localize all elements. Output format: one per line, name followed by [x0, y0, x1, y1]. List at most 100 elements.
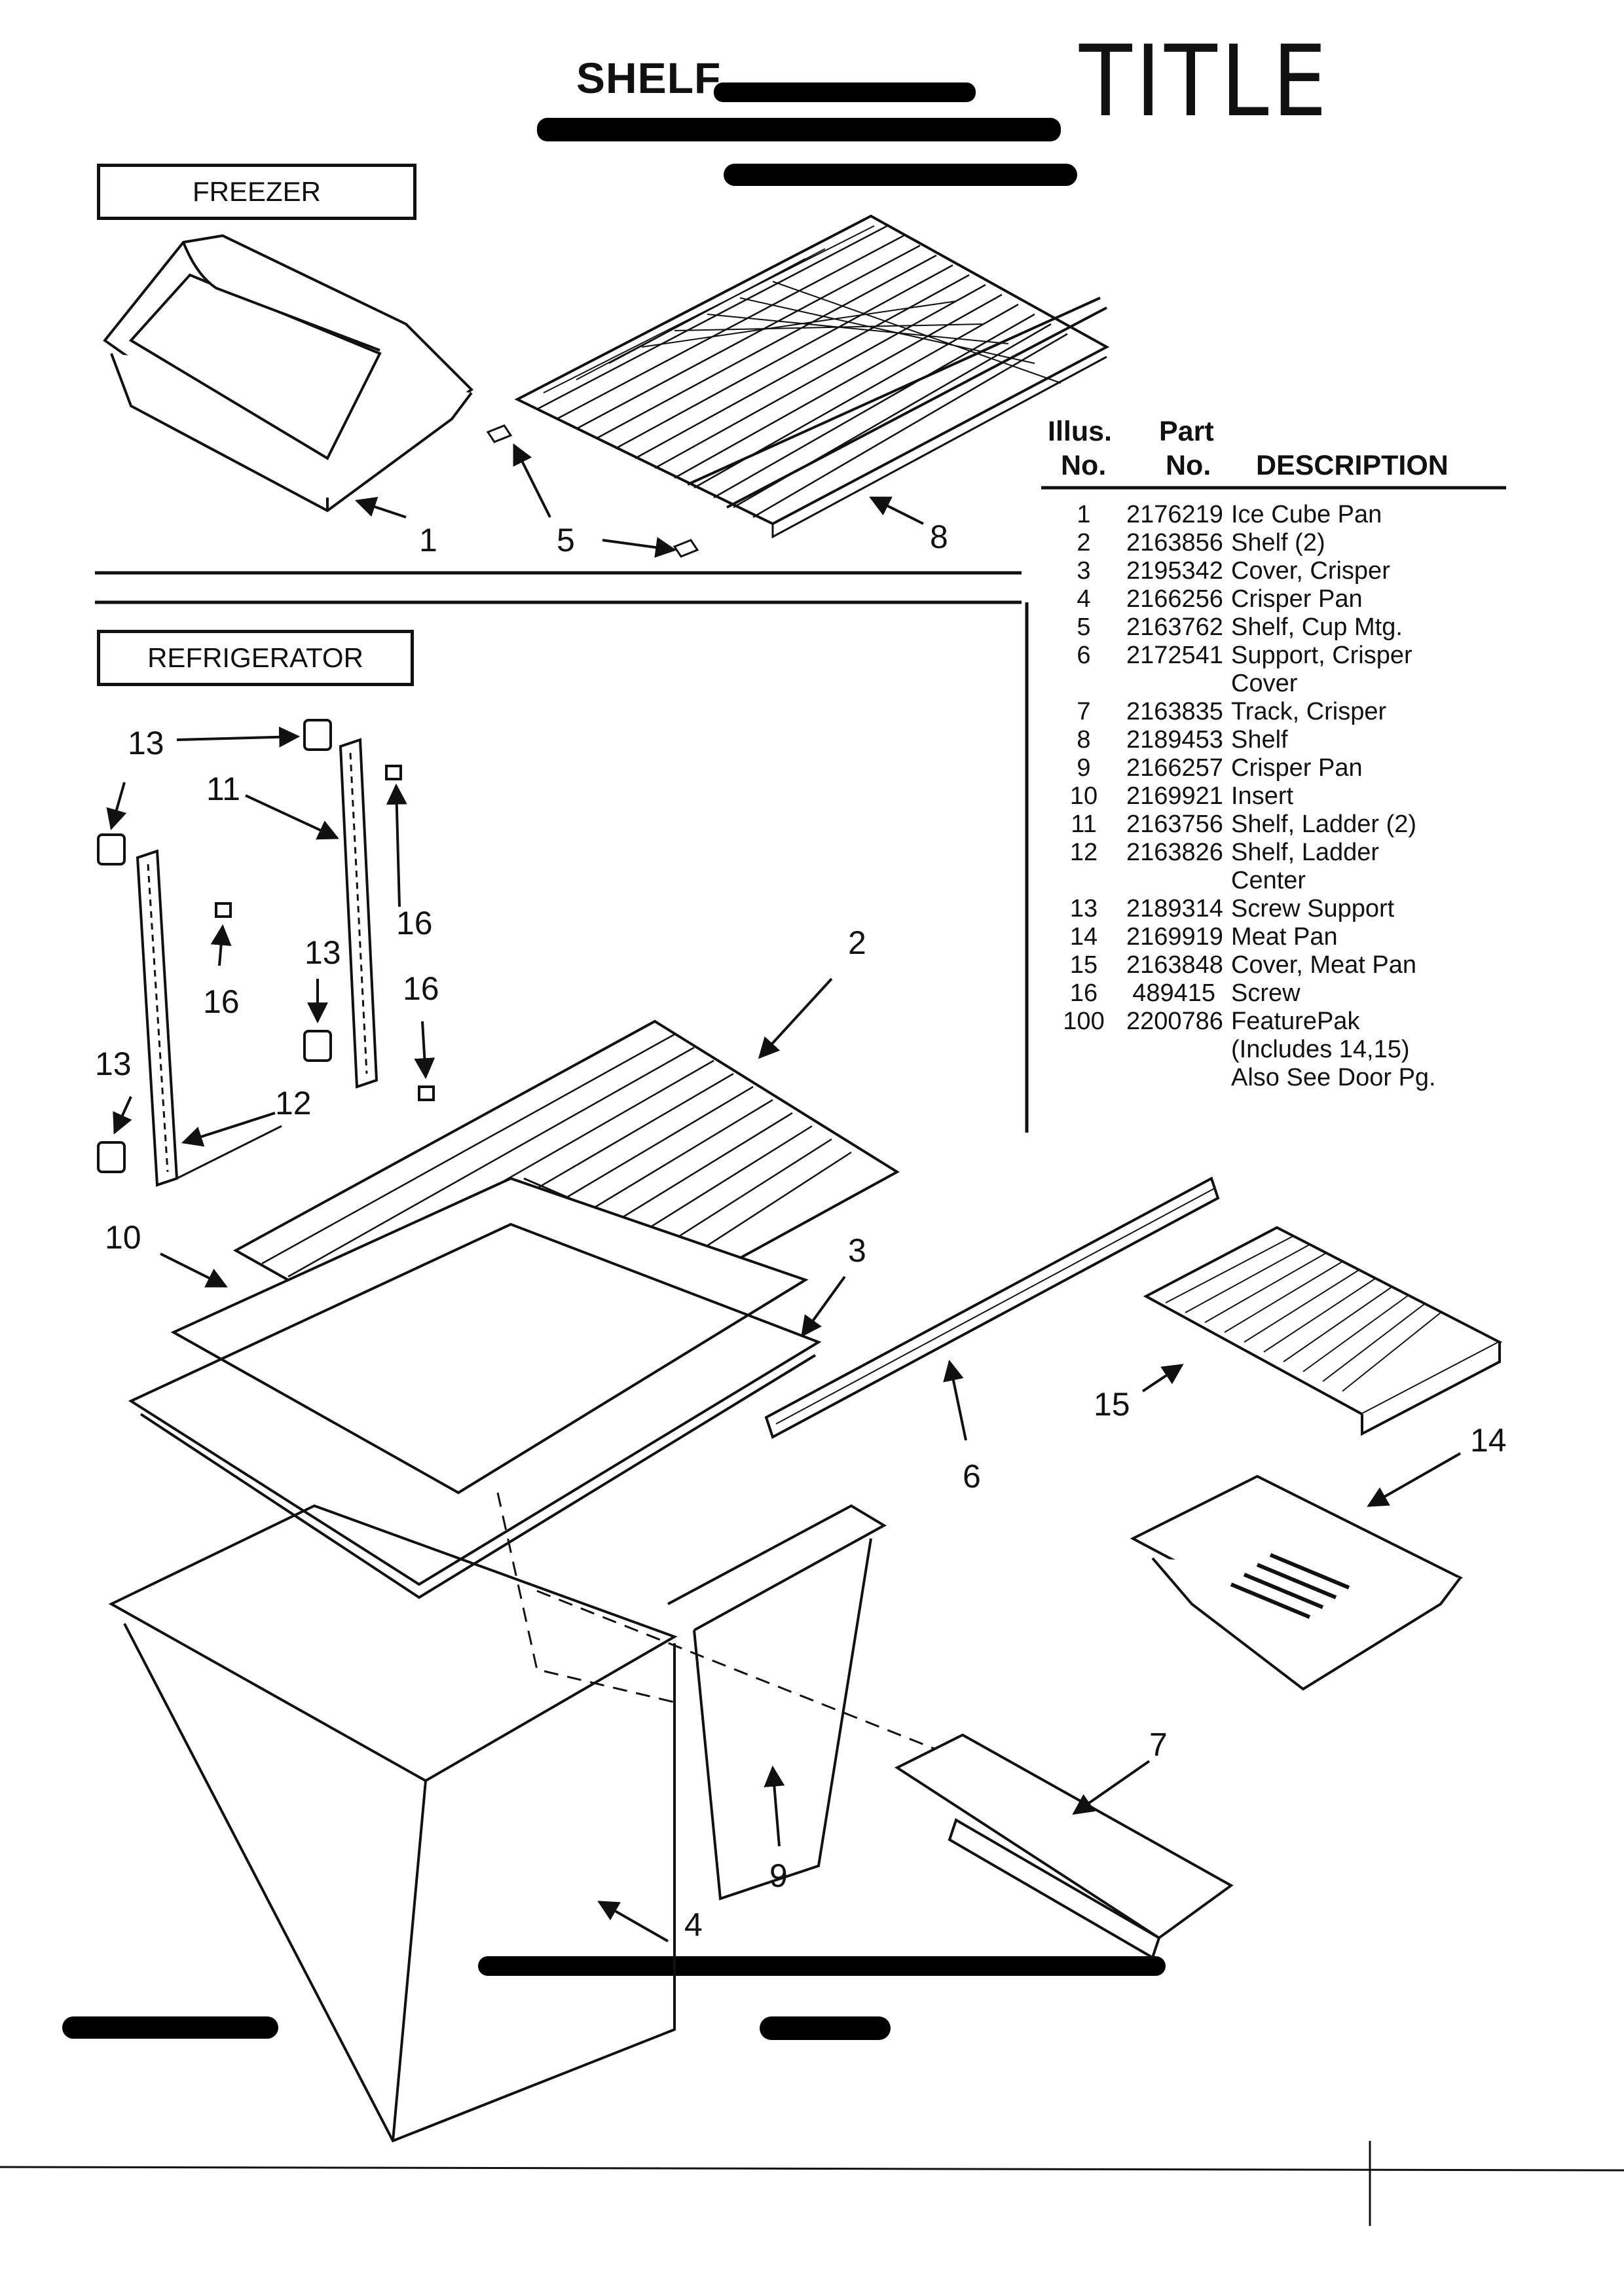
part-number: 2200786 [1126, 1008, 1223, 1035]
col-part-header-1: Part [1159, 416, 1214, 447]
part-number: 2163762 [1126, 613, 1223, 641]
callout-14: 14 [1470, 1422, 1507, 1459]
ice-cube-pan-drawing [103, 234, 474, 513]
part-description: Cover, Crisper [1231, 557, 1390, 585]
col-desc-header: DESCRIPTION [1256, 450, 1449, 481]
freezer-section-label: FREEZER [97, 164, 416, 220]
callout-10: 10 [105, 1219, 141, 1256]
illus-number: 4 [1077, 585, 1091, 613]
illus-number: 7 [1077, 698, 1091, 725]
part-description: Ice Cube Pan [1231, 501, 1382, 528]
parts-table-body: 1 2176219 Ice Cube Pan 2 2163856 Shelf (2) 3 21… [1041, 501, 1539, 1092]
col-illus-header-1: Illus. [1048, 416, 1112, 447]
crisper-pans-drawing [108, 1492, 983, 2143]
callout-4: 4 [684, 1906, 703, 1943]
part-description: Insert [1231, 782, 1294, 810]
part-description: Crisper Pan [1231, 754, 1363, 782]
page-rules [0, 486, 1624, 2226]
part-number: 2172541 [1126, 642, 1223, 669]
part-description: Shelf [1231, 726, 1288, 754]
part-number: 489415 [1132, 979, 1215, 1007]
table-row: 15 2163848 Cover, Meat Pan [1041, 951, 1539, 979]
part-number: 2189314 [1126, 895, 1223, 922]
part-description: Cover, Meat Pan [1231, 951, 1417, 979]
illus-number: 9 [1077, 754, 1091, 782]
illus-number: 12 [1069, 839, 1098, 866]
illus-number: 5 [1077, 613, 1091, 641]
part-description: Shelf (2) [1231, 529, 1325, 556]
part-description: Screw [1231, 979, 1301, 1007]
table-row: 13 2189314 Screw Support [1041, 895, 1539, 923]
illus-number: 11 [1071, 811, 1097, 838]
part-description: Shelf, Cup Mtg. [1231, 613, 1403, 641]
illus-number: 100 [1063, 1008, 1105, 1035]
part-description: Shelf, Ladder Center [1231, 839, 1380, 894]
part-description: Track, Crisper [1231, 698, 1387, 725]
illus-number: 3 [1077, 557, 1091, 585]
crisper-support-drawing [764, 1176, 1220, 1439]
callout-2: 2 [848, 924, 866, 961]
part-number: 2195342 [1126, 557, 1223, 585]
part-description: Screw Support [1231, 895, 1395, 922]
illus-number: 8 [1077, 726, 1091, 754]
part-number: 2163756 [1126, 811, 1223, 838]
part-number: 2189453 [1126, 726, 1223, 754]
table-row: 3 2195342 Cover, Crisper [1041, 557, 1539, 585]
part-number: 2163826 [1126, 839, 1223, 866]
part-number: 2169919 [1126, 923, 1223, 951]
illus-number: 2 [1077, 529, 1091, 556]
freezer-shelf-drawing [486, 214, 1110, 558]
part-description: FeaturePak (Includes 14,15) Also See Doo… [1231, 1008, 1436, 1091]
part-number: 2176219 [1126, 501, 1223, 528]
part-description: Crisper Pan [1231, 585, 1363, 613]
callout-12: 12 [275, 1085, 312, 1121]
callout-13-mid: 13 [304, 934, 341, 971]
table-row: 2 2163856 Shelf (2) [1041, 529, 1539, 557]
callout-13-top: 13 [128, 725, 164, 761]
part-description: Support, Crisper Cover [1231, 642, 1412, 697]
meat-pan-drawing [1130, 1474, 1464, 1691]
callout-15: 15 [1094, 1386, 1130, 1423]
table-row: 11 2163756 Shelf, Ladder (2) [1041, 811, 1539, 839]
callout-16-left: 16 [203, 983, 240, 1020]
illus-number: 10 [1069, 782, 1098, 810]
crisper-track-drawing [894, 1733, 1234, 1959]
illus-number: 6 [1077, 642, 1091, 669]
table-row: 12 2163826 Shelf, Ladder Center [1041, 839, 1539, 895]
table-row: 9 2166257 Crisper Pan [1041, 754, 1539, 782]
callout-1: 1 [419, 522, 437, 558]
col-part-header-2: No. [1166, 450, 1211, 481]
part-number: 2163848 [1126, 951, 1223, 979]
callout-16-right: 16 [396, 905, 433, 941]
callout-6: 6 [963, 1458, 981, 1495]
part-number: 2163856 [1126, 529, 1223, 556]
page-title: SHELF [576, 54, 722, 102]
meat-pan-cover-drawing [1143, 1226, 1503, 1436]
callout-11: 11 [206, 771, 240, 807]
table-row: 7 2163835 Track, Crisper [1041, 698, 1539, 726]
refrigerator-shelf-drawing [128, 1019, 900, 1599]
illus-number: 13 [1069, 895, 1098, 922]
illus-number: 1 [1077, 501, 1091, 528]
callout-5: 5 [557, 522, 575, 558]
part-number: 2163835 [1126, 698, 1223, 725]
table-row: 1 2176219 Ice Cube Pan [1041, 501, 1539, 529]
callout-3: 3 [848, 1232, 866, 1269]
redaction-marks [62, 118, 1166, 2040]
part-number: 2166257 [1126, 754, 1223, 782]
illus-number: 15 [1069, 951, 1098, 979]
table-row: 6 2172541 Support, Crisper Cover [1041, 642, 1539, 698]
table-row: 100 2200786 FeaturePak (Includes 14,15) Al… [1041, 1008, 1539, 1092]
part-description: Shelf, Ladder (2) [1231, 811, 1417, 838]
callout-13-bottom: 13 [95, 1046, 132, 1082]
strike-through-mark [714, 82, 976, 102]
ladder-shelves-drawing [97, 719, 435, 1187]
col-illus-header-2: No. [1061, 450, 1107, 481]
part-description: Meat Pan [1231, 923, 1338, 951]
callout-9: 9 [769, 1857, 788, 1894]
leader-lines [106, 443, 1461, 1942]
